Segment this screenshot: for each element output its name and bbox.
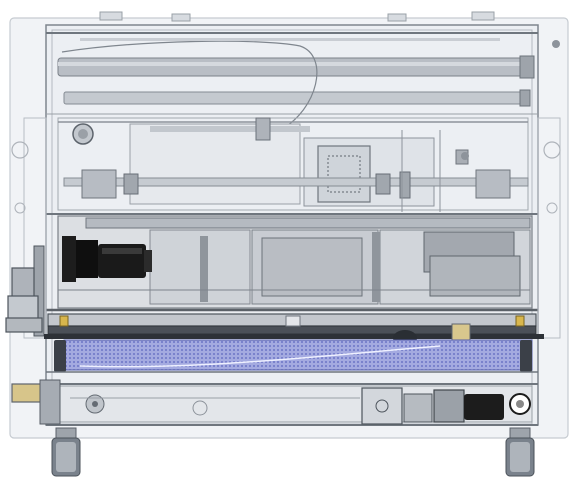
caster-wheel-icon xyxy=(51,427,535,477)
motor-icon xyxy=(62,236,152,282)
gearbox-icon xyxy=(361,387,531,425)
middle-upper-assembly xyxy=(57,117,529,212)
pneumatic-cylinder-icon xyxy=(5,245,45,337)
upper-rail-assembly xyxy=(57,38,535,133)
conveyor-belt-icon xyxy=(46,339,538,385)
side-fasteners xyxy=(11,40,561,214)
